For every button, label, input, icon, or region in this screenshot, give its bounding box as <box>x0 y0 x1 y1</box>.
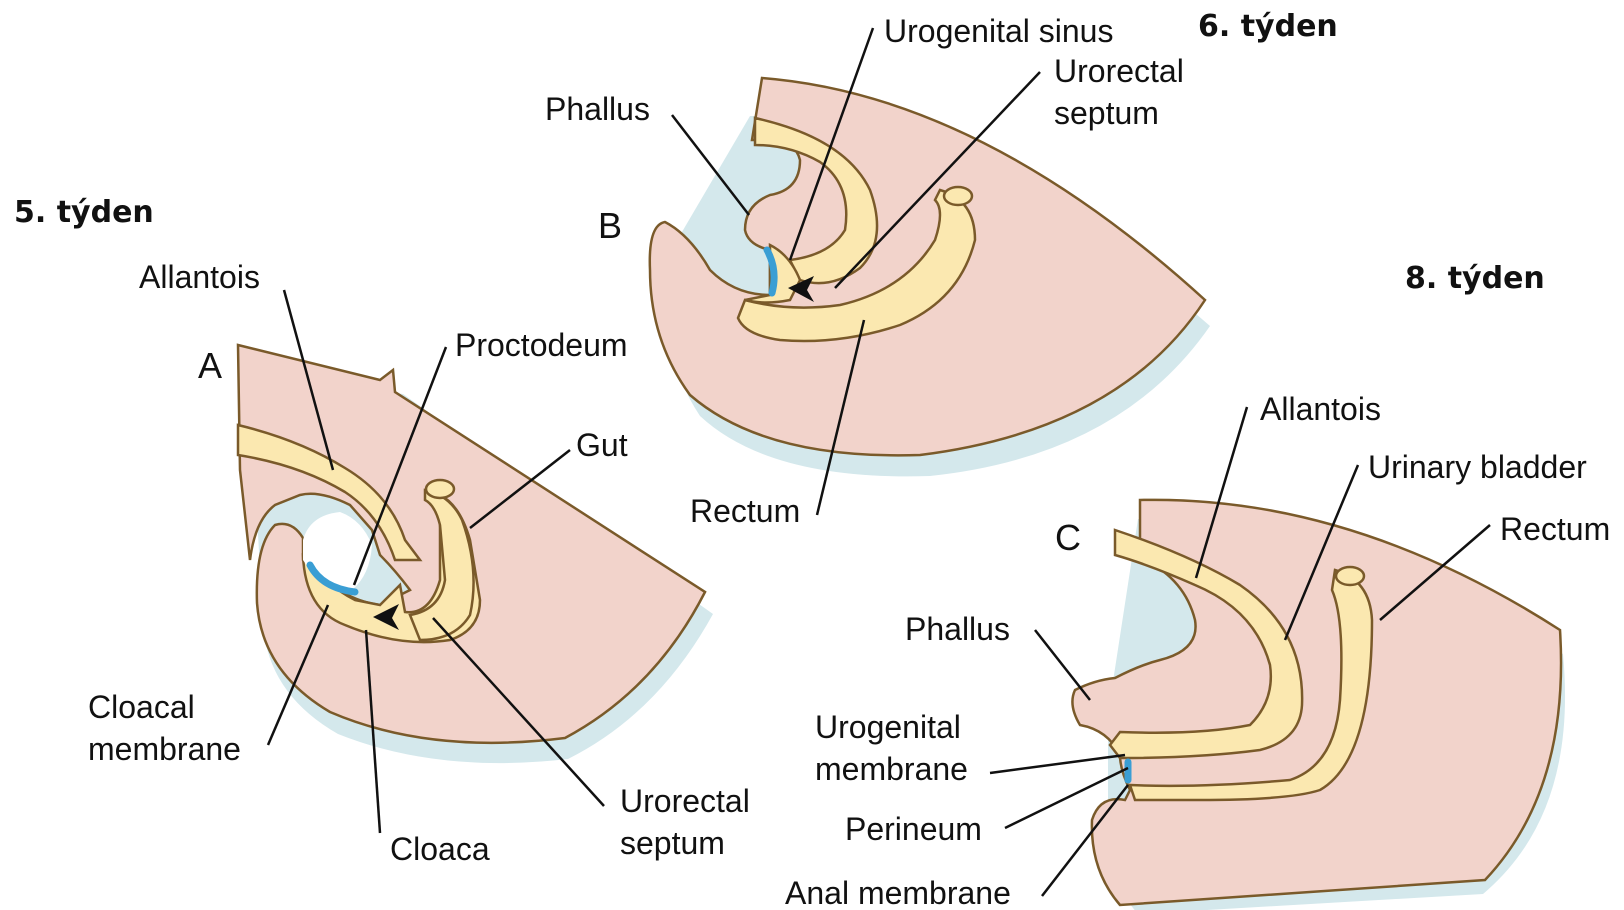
panel-c-rectum-label: Rectum <box>1500 511 1610 547</box>
panel-a-cloaca-label: Cloaca <box>390 831 490 867</box>
panel-c-urogenital-membrane-label-1: Urogenital <box>815 709 961 745</box>
panel-a-allantois-label: Allantois <box>139 259 260 295</box>
panel-c-allantois-label: Allantois <box>1260 391 1381 427</box>
panel-c-urinary-bladder-label: Urinary bladder <box>1368 449 1587 485</box>
panel-c-letter: C <box>1055 517 1081 558</box>
panel-a-gut-label: Gut <box>576 427 628 463</box>
week-label-5: 5. týden <box>14 195 154 230</box>
panel-b-letter: B <box>598 205 622 246</box>
panel-b-rectum-opening <box>944 187 972 205</box>
panel-b-phallus-label: Phallus <box>545 91 650 127</box>
panel-a-urorectal-septum-label-2: septum <box>620 825 725 861</box>
panel-a-gut-opening <box>426 480 454 498</box>
panel-a-letter: A <box>198 345 222 386</box>
panel-a-cloacal-membrane-label-2: membrane <box>88 731 241 767</box>
panel-c-phallus-label: Phallus <box>905 611 1010 647</box>
panel-a-proctodeum-label: Proctodeum <box>455 327 628 363</box>
panel-b: B Phallus Urogenital sinus Urorectal sep… <box>545 13 1210 529</box>
panel-c-perineum-label: Perineum <box>845 811 982 847</box>
panel-b-urogenital-sinus-label: Urogenital sinus <box>884 13 1113 49</box>
panel-a-urorectal-septum-label-1: Urorectal <box>620 783 750 819</box>
panel-a-cloacal-membrane-label-1: Cloacal <box>88 689 195 725</box>
panel-c-urogenital-membrane-leader <box>990 755 1125 773</box>
panel-b-rectum-label: Rectum <box>690 493 800 529</box>
panel-c-rectum-opening <box>1336 567 1364 585</box>
panel-a: A Allantois Proctodeum Gut Cloacal membr… <box>88 259 750 867</box>
panel-c-urogenital-membrane-label-2: membrane <box>815 751 968 787</box>
week-label-8: 8. týden <box>1405 261 1545 296</box>
panel-c-anal-membrane-label: Anal membrane <box>785 875 1011 910</box>
panel-b-urorectal-septum-label-2: septum <box>1054 95 1159 131</box>
week-label-6: 6. týden <box>1198 9 1338 44</box>
panel-b-urorectal-septum-label-1: Urorectal <box>1054 53 1184 89</box>
panel-c-phallus-leader <box>1035 630 1090 700</box>
